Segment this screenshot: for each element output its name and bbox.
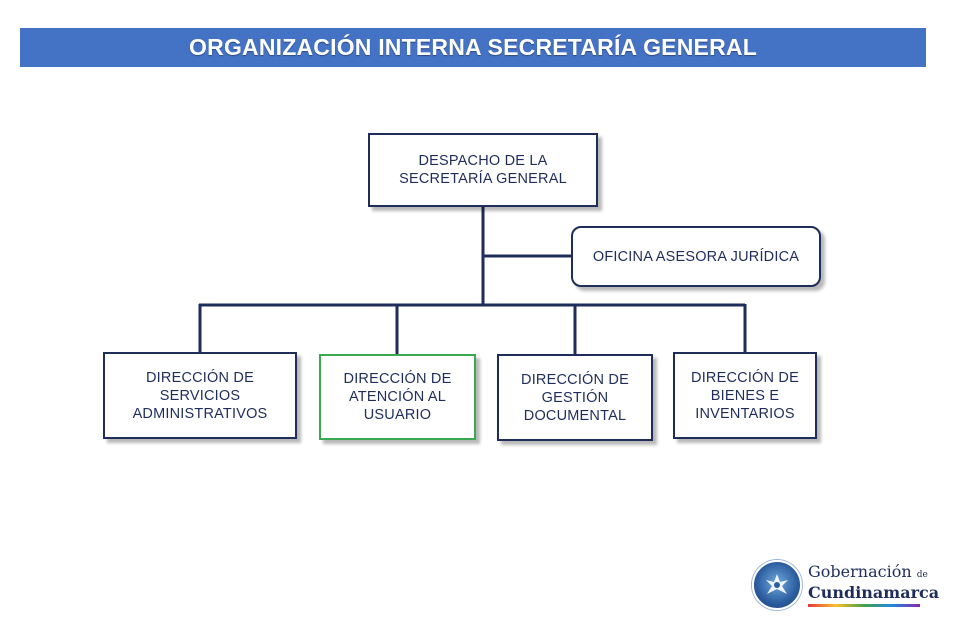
org-node-label: DIRECCIÓN DE GESTIÓN DOCUMENTAL (521, 371, 629, 424)
org-node-servicios-administrativos: DIRECCIÓN DE SERVICIOS ADMINISTRATIVOS (103, 352, 297, 439)
wordmark: Gobernación de Cundinamarca (808, 563, 939, 607)
org-node-atencion-usuario: DIRECCIÓN DE ATENCIÓN AL USUARIO (319, 354, 476, 440)
gobernacion-logo: Gobernación de Cundinamarca (752, 560, 939, 610)
org-node-bienes-inventarios: DIRECCIÓN DE BIENES E INVENTARIOS (673, 352, 817, 439)
org-node-oficina-asesora: OFICINA ASESORA JURÍDICA (571, 226, 821, 287)
org-node-label: DIRECCIÓN DE ATENCIÓN AL USUARIO (343, 371, 452, 423)
org-node-label: DIRECCIÓN DE SERVICIOS ADMINISTRATIVOS (132, 369, 268, 422)
wordmark-cundinamarca: Cundinamarca (808, 583, 940, 602)
wordmark-gobernacion: Gobernación (808, 562, 912, 581)
color-stripe (808, 604, 920, 607)
wordmark-de: de (916, 570, 928, 580)
wordmark-line1: Gobernación de (808, 563, 939, 584)
page-title: ORGANIZACIÓN INTERNA SECRETARÍA GENERAL (189, 34, 757, 60)
org-node-label: OFICINA ASESORA JURÍDICA (592, 248, 800, 265)
seal-icon (752, 560, 802, 610)
org-node-gestion-documental: DIRECCIÓN DE GESTIÓN DOCUMENTAL (497, 354, 653, 441)
org-node-despacho: DESPACHO DE LA SECRETARÍA GENERAL (368, 133, 598, 207)
org-node-label: DIRECCIÓN DE BIENES E INVENTARIOS (691, 369, 799, 422)
title-bar: ORGANIZACIÓN INTERNA SECRETARÍA GENERAL (20, 28, 926, 67)
org-node-label: DESPACHO DE LA SECRETARÍA GENERAL (399, 153, 567, 187)
